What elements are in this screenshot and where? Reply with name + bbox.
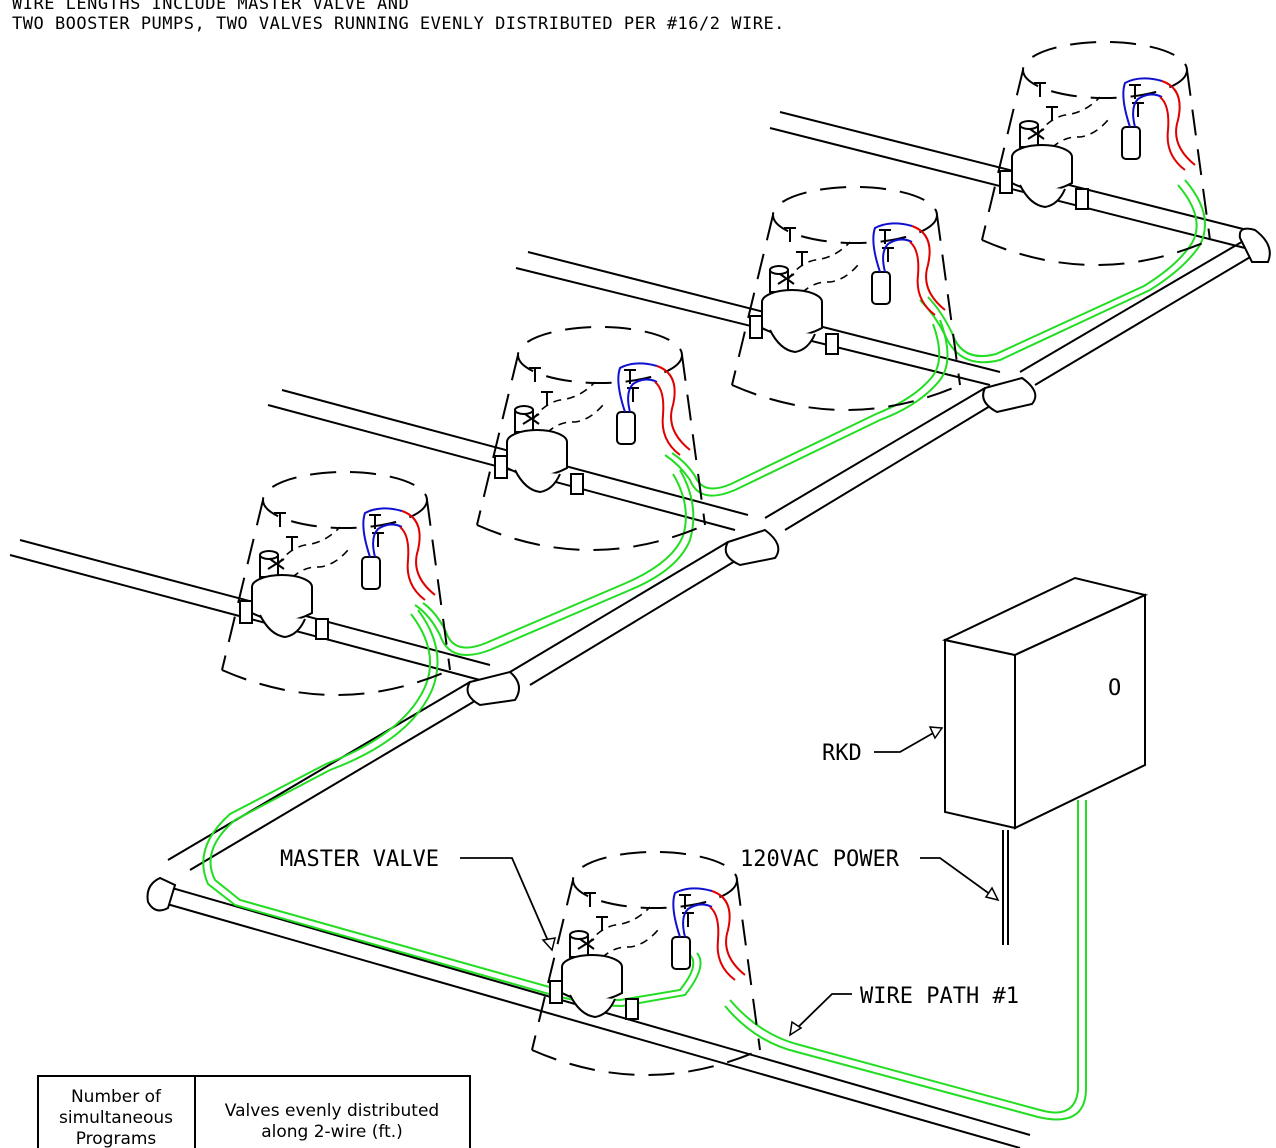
valve-box-3 (731, 186, 961, 411)
controller-knob-label: O (1108, 676, 1121, 701)
two-wire-path (202, 179, 1206, 1121)
valve-box-1 (221, 471, 451, 696)
table-header-col1-line3: Programs (76, 1129, 157, 1148)
note-line-2: TWO BOOSTER PUMPS, TWO VALVES RUNNING EV… (12, 14, 785, 34)
table-header-col1-line2: simultaneous (59, 1108, 173, 1128)
wire-length-table: Number of simultaneous Programs Valves e… (37, 1075, 471, 1148)
wire-path-label: WIRE PATH #1 (860, 984, 1019, 1009)
note-line-1: WIRE LENGTHS INCLUDE MASTER VALVE AND (12, 0, 410, 14)
table-header-col2-line1: Valves evenly distributed (225, 1101, 439, 1121)
power-label: 120VAC POWER (740, 847, 900, 872)
table-header-col1-line1: Number of (71, 1087, 162, 1107)
master-valve-label: MASTER VALVE (280, 847, 439, 872)
table-header-col2-line2: along 2-wire (ft.) (261, 1122, 403, 1142)
valve-box-2 (476, 326, 706, 551)
valve-box-4 (981, 41, 1211, 266)
rkd-controller-box (941, 576, 1149, 945)
rkd-label: RKD (822, 741, 862, 766)
